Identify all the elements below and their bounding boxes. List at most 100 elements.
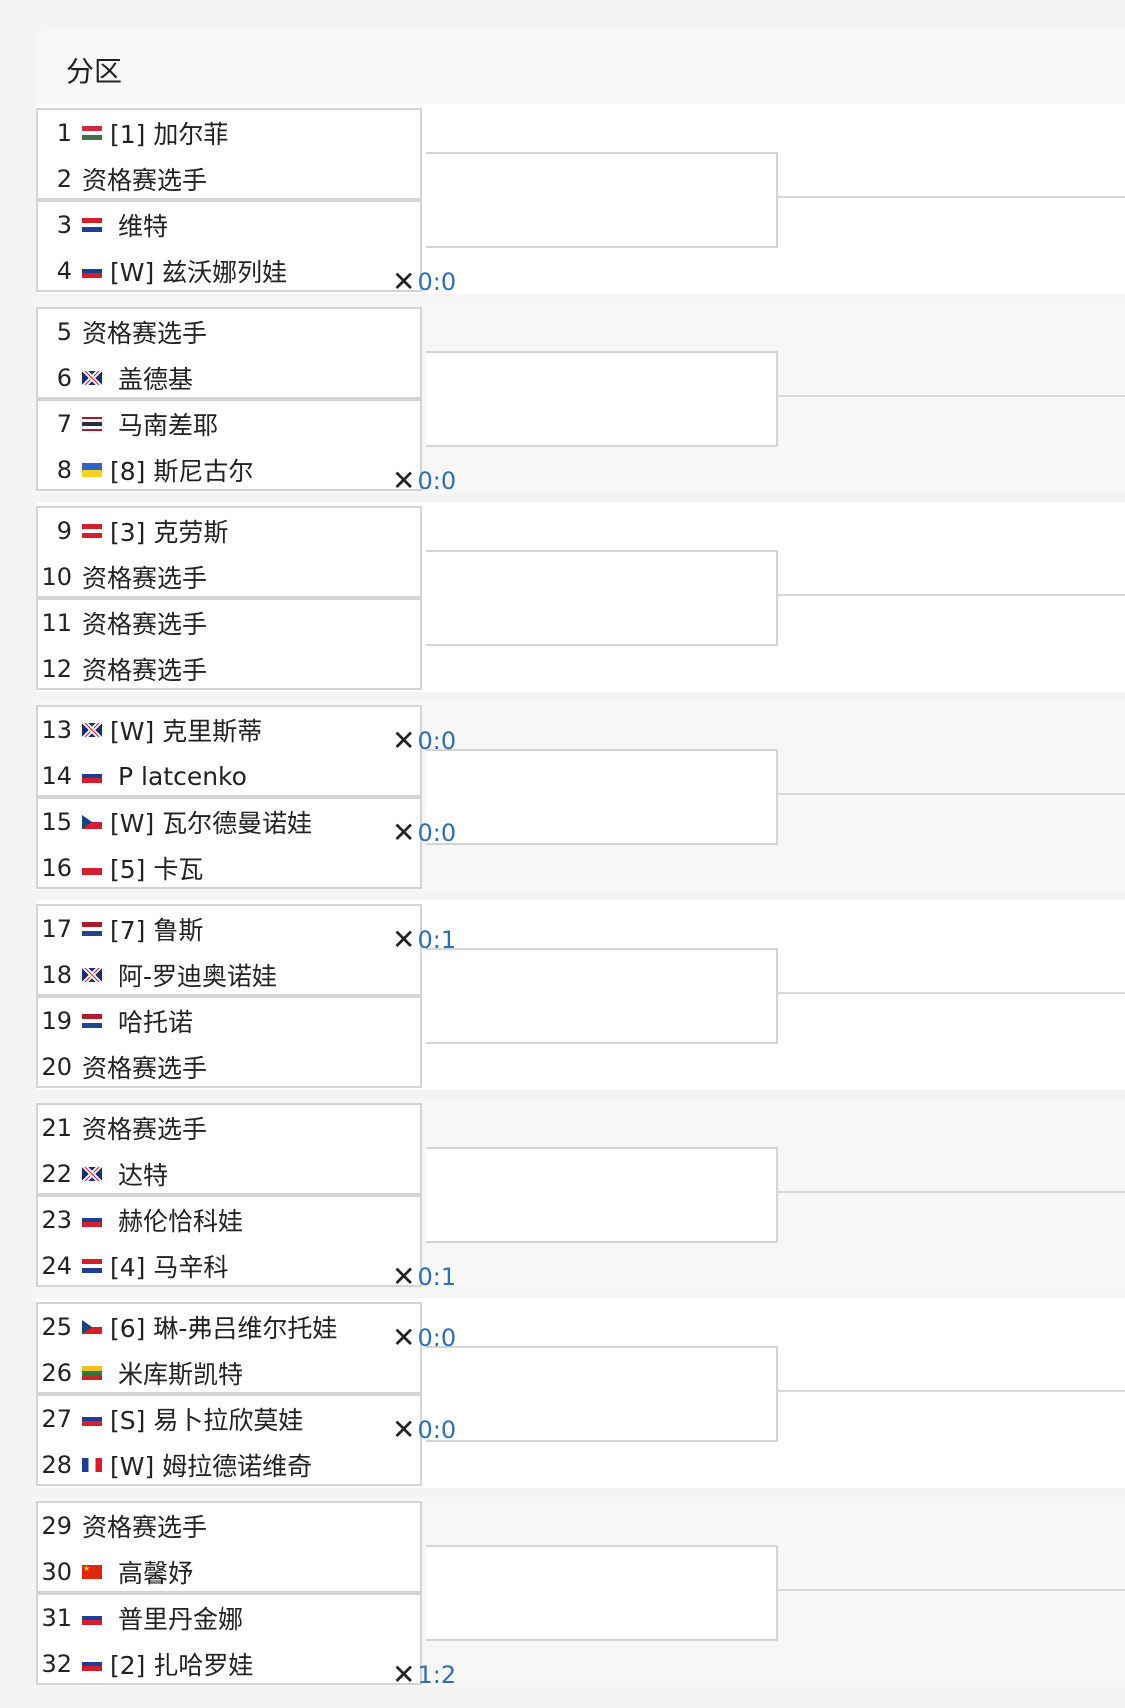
player-row[interactable]: 30★高馨妤	[38, 1549, 420, 1595]
netherlands-flag-icon	[82, 922, 102, 936]
round3-connector	[778, 395, 1125, 397]
match-score[interactable]: ✕0:0	[392, 1321, 456, 1354]
match-score[interactable]: ✕0:0	[392, 464, 456, 497]
match-score[interactable]: ✕0:1	[392, 923, 456, 956]
player-row[interactable]: 2 资格赛选手	[38, 156, 420, 202]
player-row[interactable]: 9[3] 克劳斯	[38, 508, 420, 554]
netherlands-flag-icon	[82, 1014, 102, 1028]
player-row[interactable]: 13[W] 克里斯蒂	[38, 707, 420, 753]
score-text: 0:0	[417, 818, 457, 847]
crossed-rackets-icon: ✕	[392, 464, 416, 497]
draw-position: 27	[41, 1405, 72, 1433]
round3-connector	[778, 992, 1125, 994]
score-text: 0:0	[417, 1323, 457, 1352]
player-row[interactable]: 17[7] 鲁斯	[38, 906, 420, 952]
round2-connector	[426, 948, 778, 1044]
player-row[interactable]: 16[5] 卡瓦	[38, 845, 420, 891]
player-name: [8] 斯尼古尔	[110, 457, 254, 486]
draw-position: 24	[41, 1252, 72, 1280]
round3-connector	[778, 594, 1125, 596]
match-score[interactable]: ✕0:0	[392, 1413, 456, 1446]
china-flag-icon: ★	[82, 1565, 102, 1579]
player-row[interactable]: 4[W] 兹沃娜列娃	[38, 248, 420, 294]
france-flag-icon	[82, 1458, 102, 1472]
round3-connector	[778, 1191, 1125, 1193]
draw-position: 2	[56, 165, 72, 193]
player-row[interactable]: 8[8] 斯尼古尔	[38, 447, 420, 493]
player-row[interactable]: 15[W] 瓦尔德曼诺娃	[38, 799, 420, 845]
czech-flag-icon	[82, 1320, 102, 1334]
draw-position: 5	[56, 318, 72, 346]
player-name: 资格赛选手	[82, 1115, 208, 1144]
player-row[interactable]: 32[2] 扎哈罗娃	[38, 1641, 420, 1687]
draw-position: 23	[41, 1206, 72, 1234]
player-name: 哈托诺	[118, 1008, 194, 1037]
draw-header: 分区	[36, 30, 1125, 104]
round2-connector	[426, 749, 778, 845]
russia-flag-icon	[82, 769, 102, 783]
player-row[interactable]: 5 资格赛选手	[38, 309, 420, 355]
player-name: [W] 兹沃娜列娃	[110, 258, 288, 287]
player-name: 资格赛选手	[82, 166, 208, 195]
russia-flag-icon	[82, 264, 102, 278]
round2-connector	[426, 1545, 778, 1641]
match-score[interactable]: ✕0:0	[392, 724, 456, 757]
player-name: 高馨妤	[118, 1559, 194, 1588]
crossed-rackets-icon: ✕	[392, 1260, 416, 1293]
draw-position: 14	[41, 762, 72, 790]
round2-connector	[426, 152, 778, 248]
draw-position: 28	[41, 1451, 72, 1479]
player-name: 资格赛选手	[82, 319, 208, 348]
match-score[interactable]: ✕0:0	[392, 816, 456, 849]
australia-flag-icon	[82, 968, 102, 982]
player-name: 达特	[118, 1161, 169, 1190]
draw-position: 18	[41, 961, 72, 989]
crossed-rackets-icon: ✕	[392, 816, 416, 849]
crossed-rackets-icon: ✕	[392, 1658, 416, 1691]
match-score[interactable]: ✕1:2	[392, 1658, 456, 1691]
crossed-rackets-icon: ✕	[392, 1413, 416, 1446]
player-row[interactable]: 25[6] 琳-弗吕维尔托娃	[38, 1304, 420, 1350]
player-name: 资格赛选手	[82, 1054, 208, 1083]
match-score[interactable]: ✕0:1	[392, 1260, 456, 1293]
player-row[interactable]: 1[1] 加尔菲	[38, 110, 420, 156]
match-score[interactable]: ✕0:0	[392, 265, 456, 298]
player-row[interactable]: 27[S] 易卜拉欣莫娃	[38, 1396, 420, 1442]
austria-flag-icon	[82, 524, 102, 538]
player-name: 资格赛选手	[82, 564, 208, 593]
player-name: [2] 扎哈罗娃	[110, 1651, 254, 1680]
player-row[interactable]: 28[W] 姆拉德诺维奇	[38, 1442, 420, 1488]
ukraine-flag-icon	[82, 463, 102, 477]
player-name: 普里丹金娜	[118, 1605, 244, 1634]
player-row[interactable]: 24[4] 马辛科	[38, 1243, 420, 1289]
player-name: [W] 克里斯蒂	[110, 717, 263, 746]
